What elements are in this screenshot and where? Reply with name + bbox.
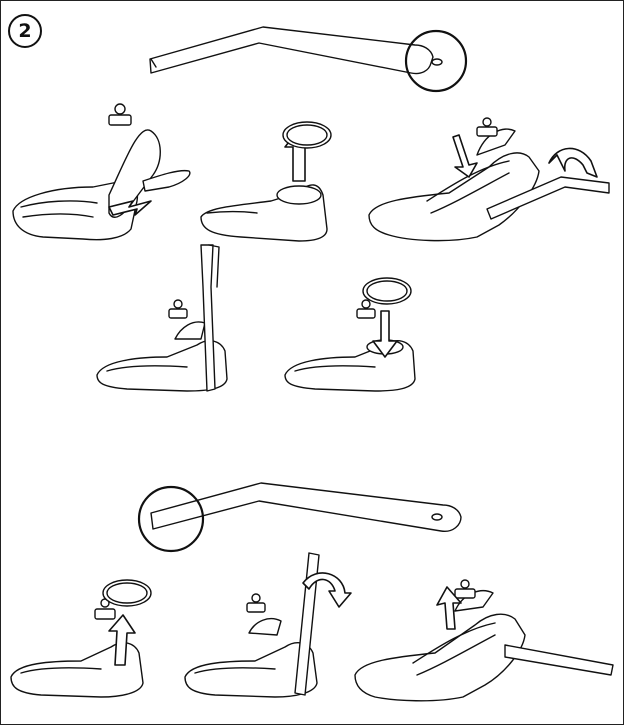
- panel-lever-shell: [369, 118, 609, 241]
- panel-remove-ring-2: [11, 580, 151, 697]
- tool-lever-top: [150, 27, 466, 91]
- panel-insert-ring: [285, 278, 415, 391]
- panel-insert-blade: [13, 104, 190, 240]
- panel-lever-rotate: [185, 553, 351, 697]
- panel-final-position: [355, 580, 613, 701]
- panel-lever-upright: [97, 245, 227, 391]
- panel-remove-ring: [201, 122, 331, 241]
- tool-lever-bottom: [139, 483, 461, 551]
